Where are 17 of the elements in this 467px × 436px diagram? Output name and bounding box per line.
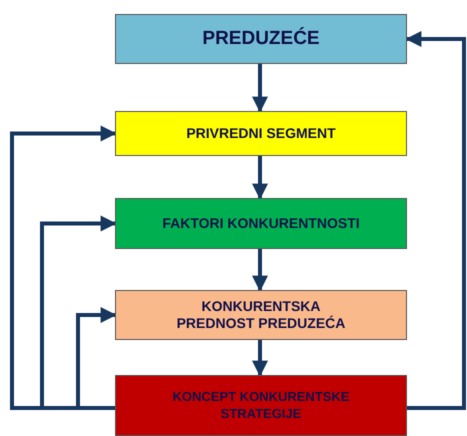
process-box: [115, 14, 407, 64]
box-label: PRIVREDNI SEGMENT: [186, 124, 336, 142]
process-box: [115, 111, 407, 156]
process-box: [115, 375, 407, 436]
box-label: KONCEPT KONKURENTSKE STRATEGIJE: [172, 389, 350, 422]
process-box: [115, 290, 407, 340]
process-box: [115, 198, 407, 249]
arrow: [10, 126, 117, 410]
box-label: PREDUZEĆE: [202, 27, 320, 51]
arrow: [252, 156, 268, 200]
arrow: [405, 31, 466, 410]
arrow: [252, 64, 268, 113]
arrow: [40, 216, 117, 410]
box-label: KONKURENTSKA PREDNOST PREDUZEĆA: [176, 298, 346, 332]
arrow: [252, 249, 268, 292]
box-label: FAKTORI KONKURENTNOSTI: [162, 214, 360, 232]
arrow: [252, 340, 268, 377]
